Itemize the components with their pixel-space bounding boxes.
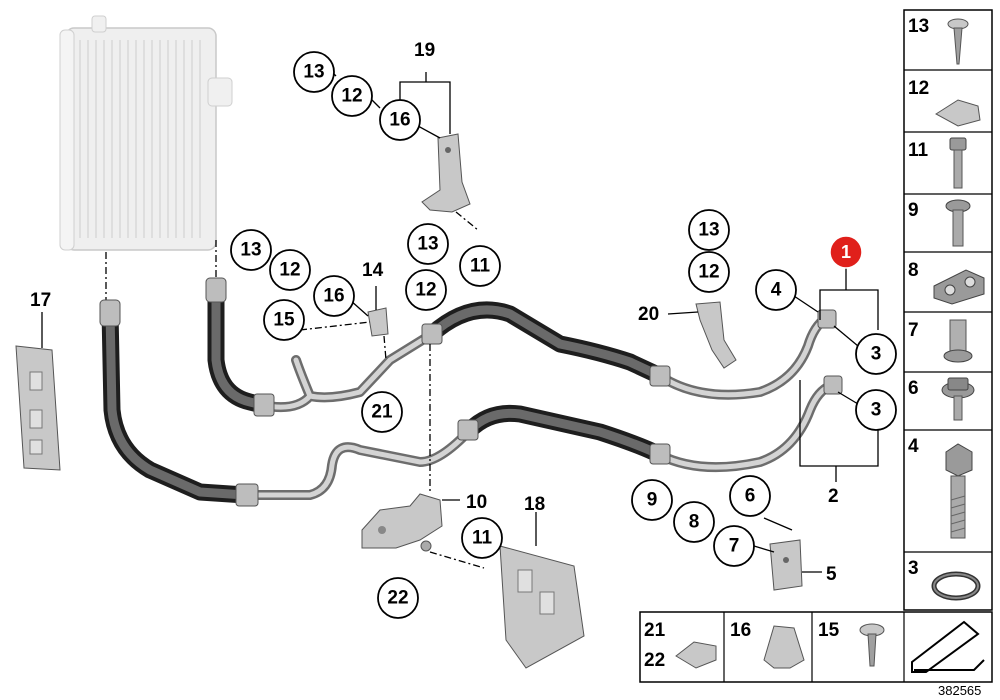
label-17: 17 — [30, 290, 51, 311]
arrow-icon — [911, 620, 985, 673]
legend-num: 22 — [644, 650, 665, 671]
svg-text:13: 13 — [303, 62, 324, 83]
label-5: 5 — [826, 564, 837, 585]
legend-num: 6 — [908, 378, 919, 399]
callout-3: 3 — [855, 389, 897, 431]
callout-13: 13 — [230, 229, 272, 271]
callout-13: 13 — [293, 51, 335, 93]
bracket-5 — [769, 539, 803, 591]
oil-line-lower — [99, 299, 843, 507]
callout-21: 21 — [361, 391, 403, 433]
svg-text:22: 22 — [387, 588, 408, 609]
callout-6: 6 — [729, 475, 771, 517]
o-ring-icon — [931, 571, 981, 601]
callout-8: 8 — [673, 501, 715, 543]
legend-num: 3 — [908, 558, 919, 579]
callout-12: 12 — [405, 269, 447, 311]
callout-1-highlight: 1 — [829, 235, 863, 269]
bolt-icon — [949, 137, 967, 189]
svg-text:12: 12 — [341, 86, 362, 107]
sleeve-nut-icon — [943, 319, 973, 363]
svg-text:4: 4 — [771, 280, 782, 301]
screw-icon — [947, 18, 969, 65]
leader-dash — [455, 211, 479, 231]
parts-legend-bottom: 21 22 16 15 — [639, 611, 993, 683]
callout-12: 12 — [269, 249, 311, 291]
callout-12: 12 — [688, 251, 730, 293]
clip-icon — [675, 641, 717, 669]
legend-num: 4 — [908, 436, 919, 457]
svg-text:15: 15 — [273, 310, 295, 331]
leader-dash — [429, 551, 485, 569]
legend-num: 16 — [730, 620, 751, 641]
svg-text:1: 1 — [841, 242, 851, 262]
callout-16: 16 — [313, 275, 355, 317]
svg-text:6: 6 — [745, 486, 756, 507]
label-2: 2 — [828, 486, 839, 507]
callout-4: 4 — [755, 269, 797, 311]
callout-12: 12 — [331, 75, 373, 117]
callout-3: 3 — [855, 333, 897, 375]
svg-text:16: 16 — [389, 110, 410, 131]
leader-dash — [383, 335, 387, 361]
callout-22: 22 — [377, 577, 419, 619]
svg-text:3: 3 — [871, 400, 882, 421]
bolt-icon — [945, 199, 971, 247]
legend-num: 7 — [908, 320, 919, 341]
hex-bolt-icon — [945, 443, 973, 539]
legend-num: 11 — [908, 140, 929, 161]
label-18: 18 — [524, 494, 545, 515]
svg-text:12: 12 — [279, 260, 300, 281]
legend-num: 13 — [908, 16, 929, 37]
bracket-17 — [15, 345, 61, 471]
oil-line-upper — [205, 277, 837, 417]
svg-text:8: 8 — [689, 512, 700, 533]
label-14: 14 — [362, 260, 384, 281]
callout-13: 13 — [407, 223, 449, 265]
parts-legend: 13 12 11 9 8 7 6 — [903, 9, 993, 611]
clip-icon — [935, 99, 981, 127]
callout-11: 11 — [459, 245, 501, 287]
clip-14 — [367, 307, 389, 337]
svg-text:11: 11 — [470, 256, 491, 277]
callout-15: 15 — [263, 299, 305, 341]
callout-13: 13 — [688, 209, 730, 251]
bracket-10 — [361, 493, 443, 552]
svg-text:21: 21 — [371, 402, 393, 423]
label-19: 19 — [414, 40, 435, 61]
svg-text:3: 3 — [871, 344, 882, 365]
svg-text:12: 12 — [415, 280, 436, 301]
bracket-20 — [695, 301, 737, 369]
legend-num: 12 — [908, 78, 929, 99]
svg-text:13: 13 — [698, 220, 719, 241]
screw-icon — [859, 623, 885, 667]
svg-text:7: 7 — [729, 536, 740, 557]
svg-text:12: 12 — [698, 262, 719, 283]
clamp-block-icon — [933, 269, 985, 305]
svg-text:16: 16 — [323, 286, 344, 307]
callout-16: 16 — [379, 99, 421, 141]
callout-9: 9 — [631, 479, 673, 521]
bracket-19 — [421, 133, 471, 213]
svg-text:9: 9 — [647, 490, 658, 511]
legend-num: 15 — [818, 620, 840, 641]
oil-cooler — [59, 15, 233, 300]
bracket-18 — [499, 545, 585, 669]
flange-bolt-icon — [941, 377, 975, 421]
legend-num: 8 — [908, 260, 919, 281]
svg-text:13: 13 — [417, 234, 438, 255]
svg-text:11: 11 — [472, 528, 493, 549]
svg-text:13: 13 — [240, 240, 261, 261]
clamp-icon — [763, 625, 805, 669]
label-20: 20 — [638, 304, 659, 325]
legend-num: 9 — [908, 200, 919, 221]
legend-num: 21 — [644, 620, 666, 641]
label-10: 10 — [466, 492, 487, 513]
callout-11: 11 — [461, 517, 503, 559]
callout-7: 7 — [713, 525, 755, 567]
reference-number: 382565 — [938, 683, 981, 698]
